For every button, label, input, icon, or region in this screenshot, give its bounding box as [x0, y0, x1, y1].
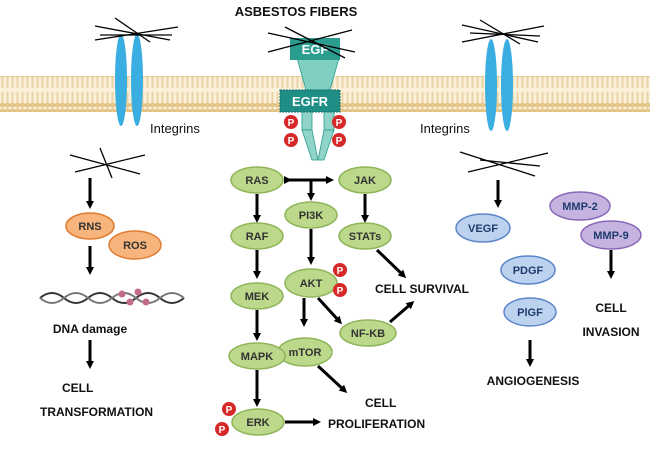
- cell-transformation-label-2: TRANSFORMATION: [40, 405, 153, 419]
- node-mmp9-label: MMP-9: [593, 230, 628, 242]
- egfr-label: EGFR: [292, 94, 329, 109]
- dna-damage-label: DNA damage: [53, 322, 128, 336]
- node-raf: [230, 222, 284, 250]
- egfr-phospho-group: [284, 115, 346, 147]
- asbestos-fibers-left-mid: [69, 147, 146, 179]
- phospho-akt-1: [333, 263, 347, 277]
- node-mmp9: [580, 220, 642, 250]
- node-ras-label: RAS: [245, 175, 268, 187]
- node-ras: [230, 166, 284, 194]
- phospho-egfr-4: P: [336, 136, 343, 147]
- asbestos-fibers-left-top: [94, 17, 179, 43]
- node-nfkb-label: NF-KB: [351, 328, 385, 340]
- node-jak: [338, 166, 392, 194]
- node-pi3k: [284, 201, 338, 229]
- node-mek-label: MEK: [245, 291, 270, 303]
- phospho-akt-1-label: P: [337, 266, 344, 277]
- node-pi3k-label: PI3K: [299, 210, 324, 222]
- node-stats: [338, 222, 392, 250]
- node-erk: [231, 408, 285, 436]
- dna-helix-icon: [39, 288, 185, 306]
- node-akt: [284, 268, 338, 298]
- node-jak-label: JAK: [354, 175, 376, 187]
- node-pdgf-label: PDGF: [513, 265, 544, 277]
- arrow-nfkb-to-survival: [389, 301, 415, 324]
- arrow-stats-to-survival: [375, 248, 407, 279]
- integrin-right: [485, 39, 513, 131]
- cell-transformation-label-1: CELL: [62, 381, 93, 395]
- egfr-complex: [279, 38, 341, 161]
- node-pdgf: [500, 255, 556, 285]
- asbestos-fibers-center: [267, 26, 356, 59]
- egf-label: EGF: [302, 42, 329, 57]
- node-raf-label: RAF: [246, 231, 269, 243]
- phospho-egfr-2: P: [288, 136, 295, 147]
- node-vegf: [455, 213, 511, 243]
- cell-survival-label: CELL SURVIVAL: [375, 282, 469, 296]
- phospho-erk-2-label: P: [219, 425, 226, 436]
- node-ros-label: ROS: [123, 240, 147, 252]
- node-ros: [108, 230, 162, 260]
- node-rns-label: RNS: [78, 221, 101, 233]
- node-mmp2: [549, 191, 611, 221]
- node-rns: [65, 212, 115, 240]
- phospho-erk-2: [215, 422, 229, 436]
- node-mapk: [228, 342, 286, 370]
- node-mtor-label: mTOR: [289, 347, 322, 359]
- phospho-erk-1: [222, 402, 236, 416]
- cell-invasion-label-1: CELL: [595, 301, 626, 315]
- asbestos-fibers-right-mid: [459, 151, 549, 177]
- node-mapk-label: MAPK: [241, 351, 273, 363]
- arrow-akt-to-nfkb: [316, 296, 343, 325]
- integrin-left: [115, 34, 143, 126]
- cell-invasion-label-2: INVASION: [582, 325, 639, 339]
- phospho-akt-2: [333, 283, 347, 297]
- node-vegf-label: VEGF: [468, 223, 498, 235]
- egfr-receptor: [279, 89, 341, 113]
- phospho-egfr-1: P: [288, 118, 295, 129]
- phospho-egfr-3: P: [336, 118, 343, 129]
- integrins-right-label: Integrins: [420, 121, 470, 136]
- node-mmp2-label: MMP-2: [562, 201, 597, 213]
- cell-proliferation-label-2: PROLIFERATION: [328, 417, 425, 431]
- node-mek: [230, 282, 284, 310]
- node-pigf-label: PlGF: [517, 307, 543, 319]
- node-erk-label: ERK: [246, 417, 269, 429]
- arrow-mtor-to-proliferation: [316, 364, 348, 394]
- node-pigf: [503, 297, 557, 327]
- cell-proliferation-label-1: CELL: [365, 396, 396, 410]
- node-stats-label: STATs: [349, 231, 381, 243]
- diagram-title: ASBESTOS FIBERS: [235, 4, 358, 19]
- integrins-left-label: Integrins: [150, 121, 200, 136]
- asbestos-fibers-right-top: [461, 19, 545, 45]
- node-akt-label: AKT: [300, 278, 323, 290]
- angiogenesis-label: ANGIOGENESIS: [487, 374, 580, 388]
- phospho-akt-2-label: P: [337, 286, 344, 297]
- phospho-erk-1-label: P: [226, 405, 233, 416]
- node-nfkb: [339, 319, 397, 347]
